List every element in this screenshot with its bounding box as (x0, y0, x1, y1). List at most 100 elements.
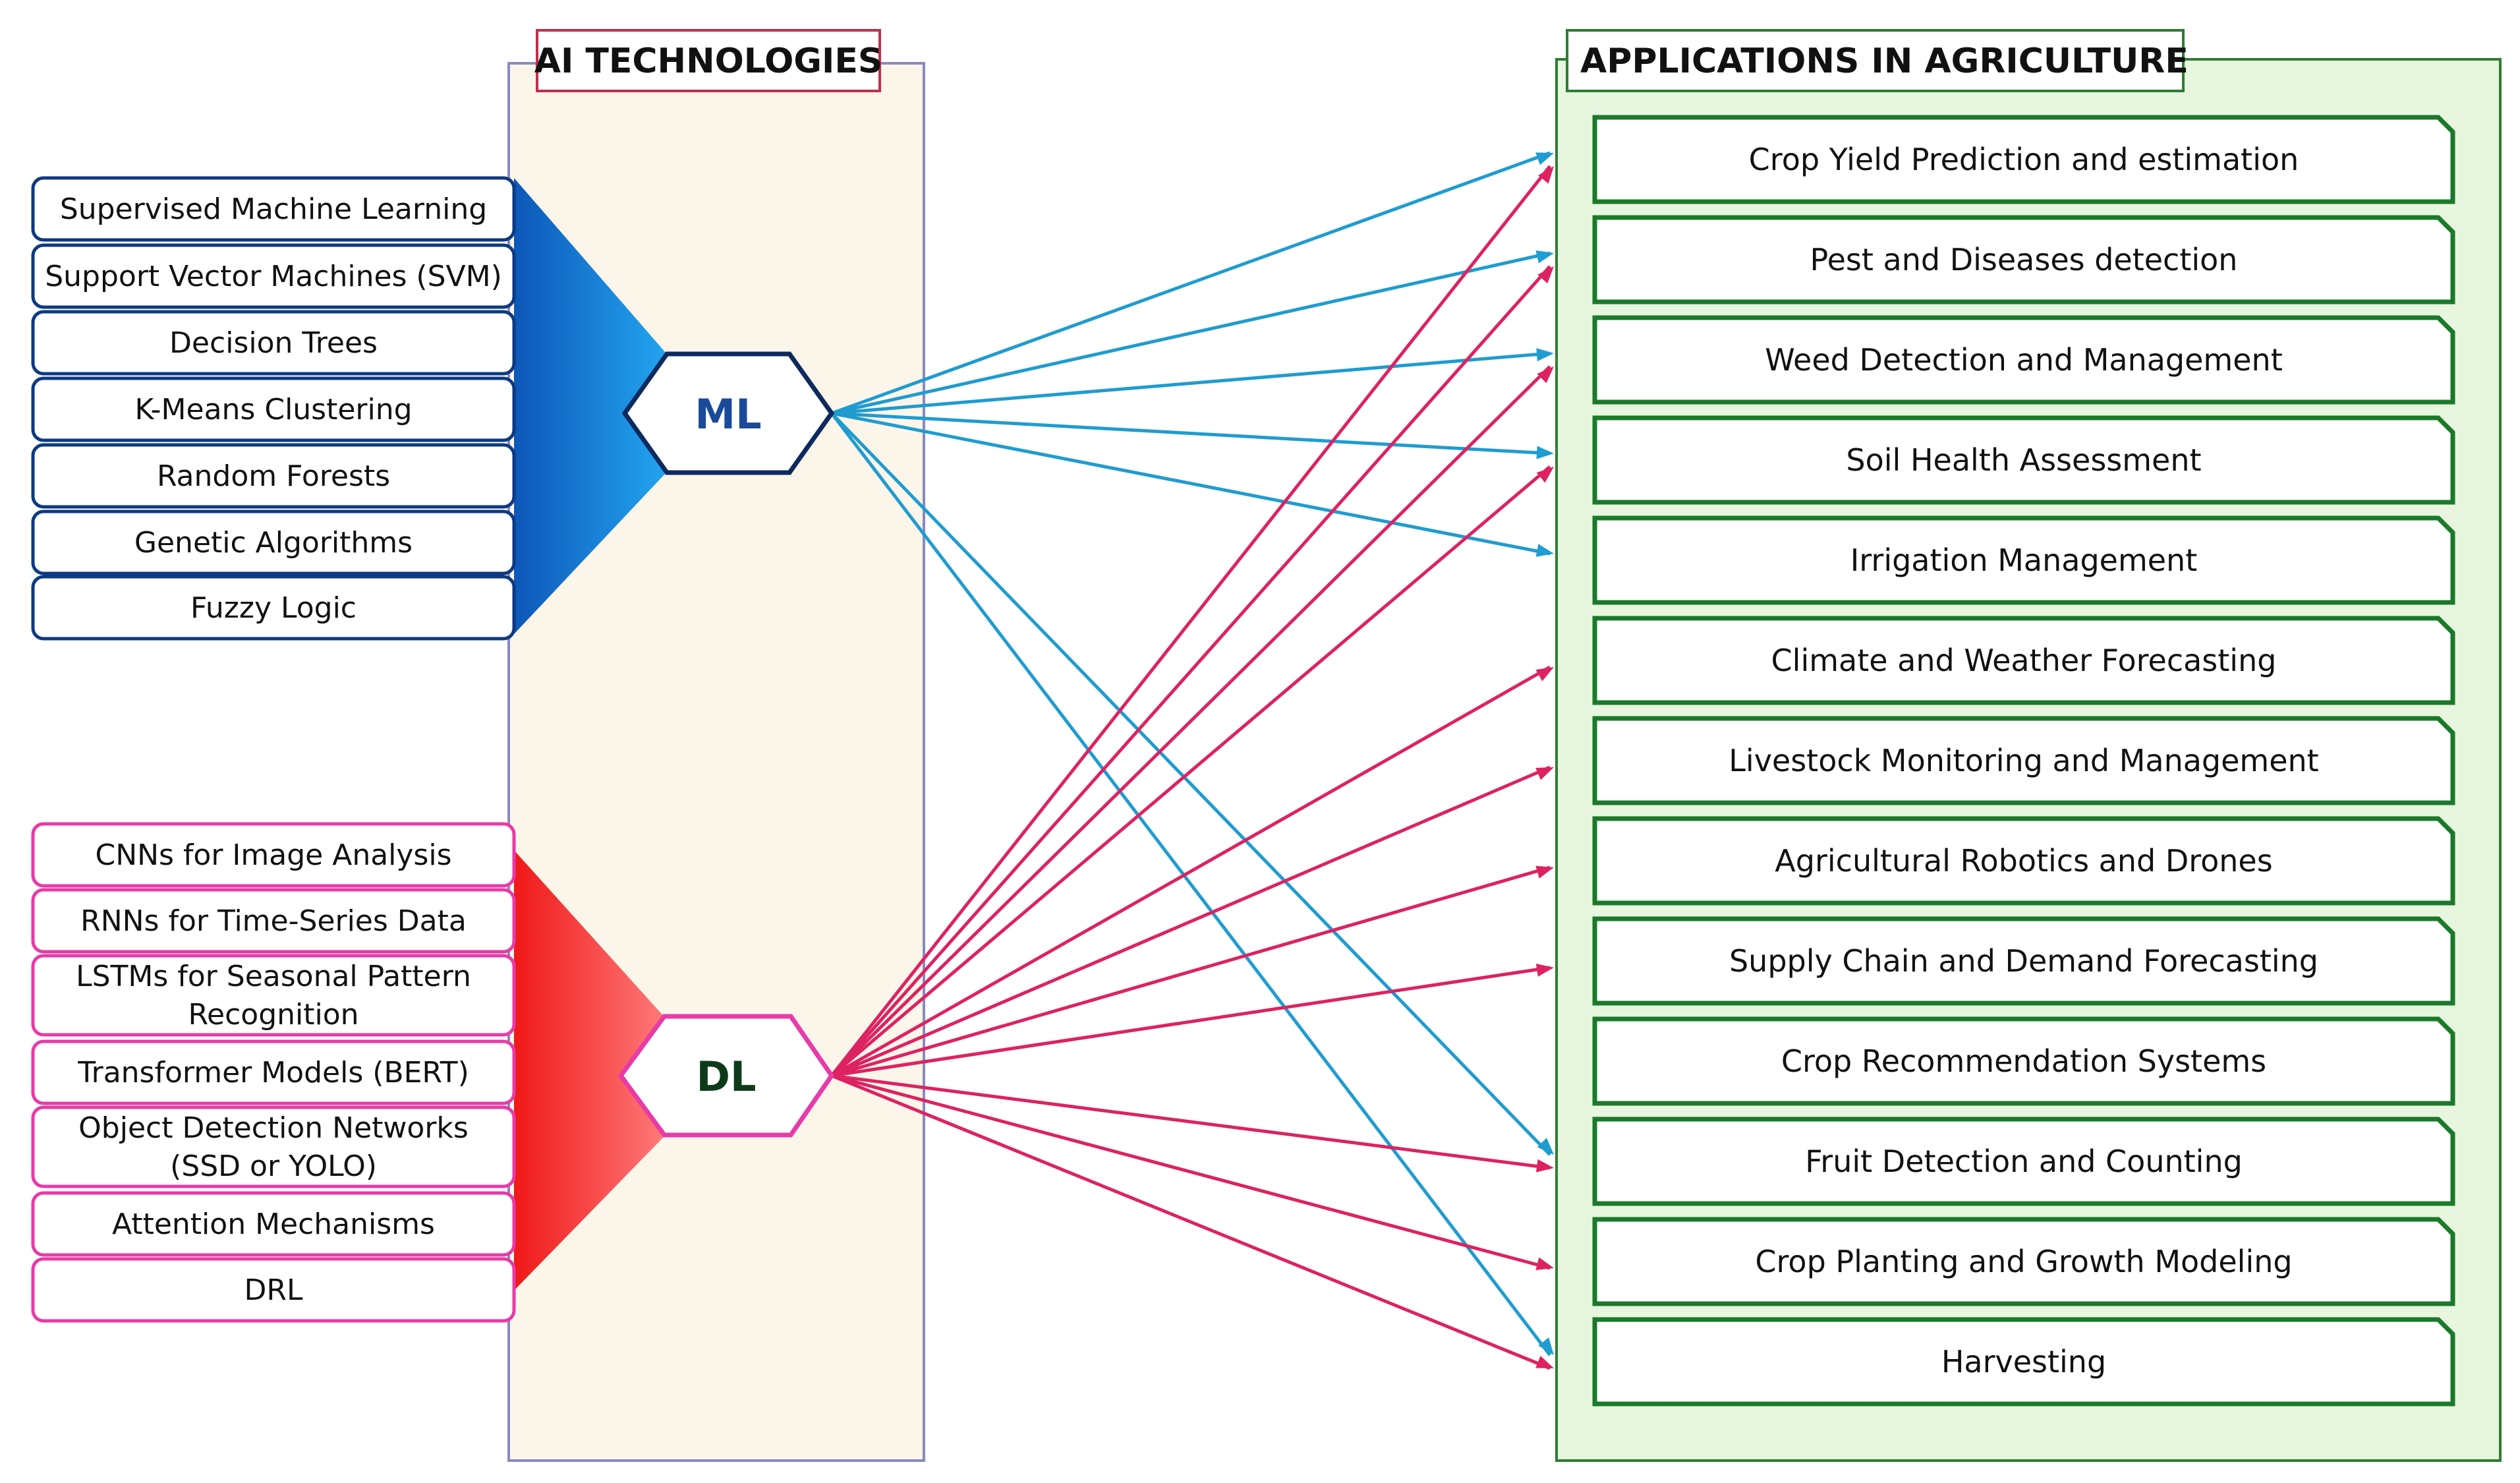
ml-item-box (31, 310, 516, 376)
application-box (1592, 616, 2455, 705)
ml-funnel (514, 178, 666, 634)
dl-item-label: Object Detection Networks (78, 1111, 469, 1145)
ml-item: Support Vector Machines (SVM) (31, 243, 516, 309)
ml-arrow (831, 351, 1551, 415)
ml-item: K-Means Clustering (31, 376, 516, 442)
application-item: Soil Health Assessment (1592, 415, 2455, 505)
dl-item-box (31, 1191, 516, 1257)
ml-item: Fuzzy Logic (31, 575, 516, 641)
application-item: Agricultural Robotics and Drones (1592, 816, 2455, 906)
dl-arrow-head (1535, 667, 1554, 682)
ml-item-box (31, 509, 516, 575)
application-box (1592, 1217, 2455, 1306)
dl-item: Transformer Models (BERT) (31, 1039, 516, 1105)
ml-arrow (831, 411, 1551, 455)
dl-arrow (831, 966, 1551, 1078)
dl-arrow (831, 1074, 1551, 1370)
application-label: Crop Planting and Growth Modeling (1755, 1244, 2292, 1279)
application-label: Supply Chain and Demand Forecasting (1729, 943, 2318, 979)
dl-item-label: LSTMs for Seasonal Pattern (76, 960, 471, 993)
application-box (1592, 215, 2455, 305)
application-label: Pest and Diseases detection (1810, 242, 2238, 277)
dl-arrow-head (1537, 366, 1554, 384)
ml-item-box (31, 443, 516, 509)
dl-item-box (31, 822, 516, 888)
application-label: Livestock Monitoring and Management (1729, 743, 2318, 778)
dl-item-label: Recognition (188, 998, 358, 1032)
application-item: Climate and Weather Forecasting (1592, 616, 2455, 705)
dl-item-label: DRL (244, 1273, 303, 1307)
ml-arrow-head (1538, 1337, 1554, 1355)
dl-item: Object Detection Networks (SSD or YOLO) (31, 1105, 516, 1188)
ml-item-box (31, 376, 516, 442)
ml-item: Decision Trees (31, 310, 516, 376)
application-item: Fruit Detection and Counting (1592, 1117, 2455, 1206)
application-box (1592, 1016, 2455, 1106)
dl-hexagon (617, 1014, 835, 1138)
application-item: Crop Yield Prediction and estimation (1592, 115, 2455, 204)
application-label: Irrigation Management (1850, 542, 2198, 578)
application-item: Supply Chain and Demand Forecasting (1592, 916, 2455, 1006)
ml-arrow-head (1535, 544, 1554, 557)
dl-arrow (830, 365, 1551, 1077)
dl-item-label: Transformer Models (BERT) (77, 1056, 469, 1090)
dl-arrow (831, 865, 1551, 1078)
application-label: Crop Yield Prediction and estimation (1749, 142, 2299, 177)
dl-arrow-head (1537, 266, 1554, 284)
dl-item-label: (SSD or YOLO) (170, 1149, 377, 1183)
dl-arrow-head (1535, 1159, 1554, 1173)
ml-item-label: Support Vector Machines (SVM) (45, 260, 502, 293)
application-box (1592, 1117, 2455, 1206)
ml-item: Random Forests (31, 443, 516, 509)
ml-arrow (830, 412, 1551, 1356)
dl-item-label: Attention Mechanisms (112, 1207, 435, 1241)
dl-arrow-head (1535, 767, 1554, 780)
ml-item-label: Decision Trees (169, 326, 378, 360)
dl-arrow-head (1537, 166, 1554, 184)
dl-arrow (830, 665, 1551, 1078)
application-item: Livestock Monitoring and Management (1592, 716, 2455, 805)
ml-arrow (831, 251, 1551, 415)
connection-arrows (830, 151, 1554, 1370)
application-label: Crop Recommendation Systems (1781, 1043, 2266, 1079)
ml-arrow-head (1535, 250, 1554, 264)
ml-label: ML (695, 390, 761, 438)
dl-item: RNNs for Time-Series Data (31, 888, 516, 954)
application-item: Irrigation Management (1592, 515, 2455, 605)
application-box (1592, 415, 2455, 505)
ml-item: Supervised Machine Learning (31, 176, 516, 242)
dl-arrow (830, 265, 1551, 1077)
ml-hexagon (621, 351, 835, 475)
dl-arrow-head (1536, 467, 1554, 483)
ml-arrow-head (1537, 1138, 1554, 1155)
dl-arrow (830, 465, 1551, 1077)
ml-item-box (31, 243, 516, 309)
application-box (1592, 115, 2455, 204)
ml-arrow-head (1536, 348, 1554, 362)
ml-item-box (31, 176, 516, 242)
dl-item-box (31, 1105, 516, 1188)
application-label: Climate and Weather Forecasting (1771, 643, 2277, 678)
dl-item-box (31, 888, 516, 954)
dl-arrow (831, 765, 1551, 1078)
ai-technologies-title: AI TECHNOLOGIES (534, 42, 883, 81)
application-label: Agricultural Robotics and Drones (1775, 843, 2272, 879)
ml-arrow (831, 151, 1551, 415)
application-item: Weed Detection and Management (1592, 315, 2455, 405)
dl-funnel (514, 850, 666, 1291)
dl-arrow (830, 165, 1551, 1077)
ml-item-label: K-Means Clustering (134, 393, 412, 426)
applications-title: APPLICATIONS IN AGRICULTURE (1580, 42, 2189, 81)
application-item: Crop Planting and Growth Modeling (1592, 1217, 2455, 1306)
applications-title-box (1566, 29, 2185, 92)
dl-arrow-head (1535, 963, 1554, 977)
ml-item-label: Random Forests (157, 459, 390, 493)
dl-item-box (31, 1039, 516, 1105)
dl-item-box (31, 954, 516, 1037)
application-item: Harvesting (1592, 1317, 2455, 1407)
application-box (1592, 916, 2455, 1006)
ai-technologies-title-box (536, 29, 881, 92)
